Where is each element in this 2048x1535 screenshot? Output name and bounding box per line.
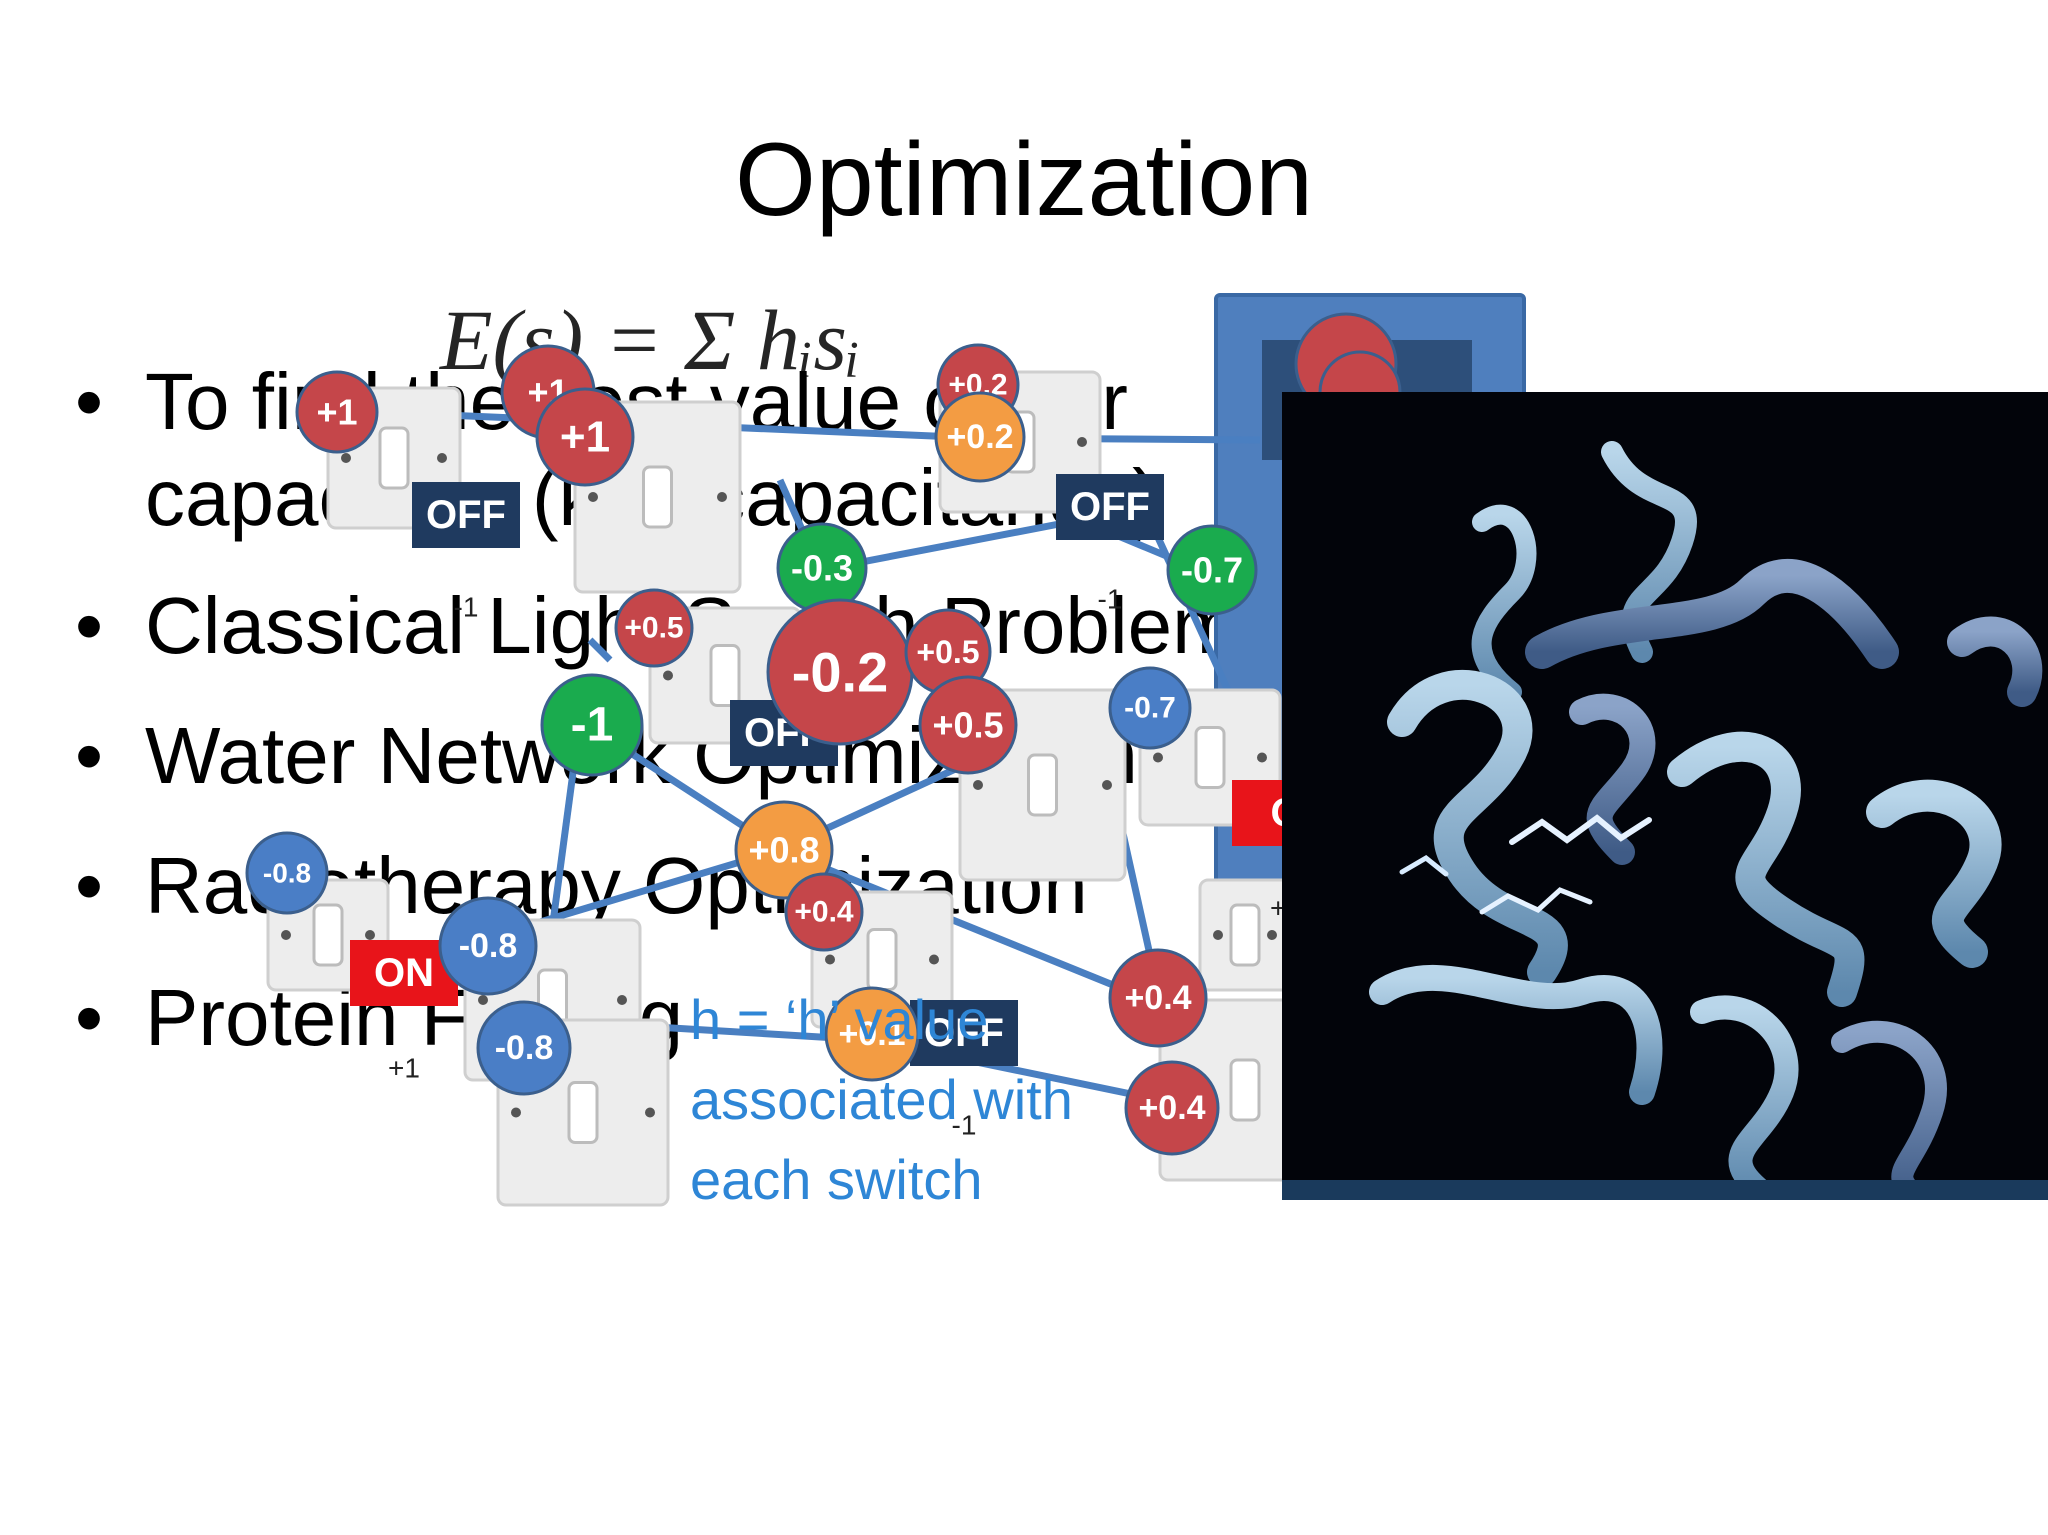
screw-icon <box>478 995 488 1005</box>
screw-icon <box>663 670 673 681</box>
switch-toggle <box>1027 753 1058 817</box>
weight-bubble <box>784 872 864 952</box>
weight-value: +0.8 <box>748 830 819 871</box>
switch-state-value: -1 <box>952 1110 977 1141</box>
weight-value: +0.4 <box>1124 979 1191 1017</box>
switch-toggle <box>642 465 673 529</box>
switch-toggle <box>1229 1058 1261 1122</box>
weight-value: -0.7 <box>1124 692 1176 725</box>
weight-bubble <box>476 1000 572 1096</box>
weight-bubble <box>1108 948 1208 1048</box>
screw-icon <box>281 930 291 940</box>
screw-icon <box>511 1107 521 1118</box>
weight-bubble <box>295 370 379 454</box>
screw-icon <box>365 930 375 940</box>
off-tag <box>412 482 520 548</box>
weight-bubble <box>614 588 694 668</box>
screw-icon <box>973 780 983 790</box>
screw-icon <box>341 453 351 463</box>
weight-value: -0.3 <box>791 548 853 589</box>
weight-bubble <box>1108 666 1192 750</box>
connection-line <box>778 846 1152 1004</box>
weight-bubble <box>540 673 644 777</box>
protein-structure-image <box>1282 392 2048 1200</box>
screw-icon <box>825 954 835 965</box>
screw-icon <box>717 492 727 502</box>
screw-icon <box>929 954 939 965</box>
screw-icon <box>1267 930 1277 940</box>
weight-value: -0.8 <box>263 858 311 889</box>
screw-icon <box>1077 437 1087 447</box>
screw-icon <box>617 995 627 1005</box>
screw-icon <box>588 492 598 502</box>
switch-state-value: +1 <box>388 1053 420 1084</box>
screw-icon <box>1213 930 1223 940</box>
weight-value: -1 <box>571 699 614 752</box>
weight-bubble <box>934 391 1026 483</box>
screw-icon <box>1153 752 1163 763</box>
switch-toggle <box>378 426 410 490</box>
screw-icon <box>437 453 447 463</box>
switch-toggle <box>1194 726 1226 789</box>
weight-value: +0.4 <box>1138 1089 1205 1127</box>
weight-value: -0.2 <box>792 641 889 704</box>
switch-state-value: -1 <box>454 592 479 623</box>
weight-bubble <box>1166 524 1258 616</box>
caption-line: associated with <box>690 1068 1073 1131</box>
bullet-dot: • <box>75 973 104 1062</box>
switch-state-label: OFF <box>924 1011 1004 1055</box>
bullet-dot: • <box>75 581 104 670</box>
caption-line: h = ‘h’ value <box>690 988 989 1051</box>
switch-toggle <box>312 903 344 967</box>
bullet-dot: • <box>75 357 104 446</box>
weight-bubble <box>535 387 635 487</box>
switch-toggle <box>709 644 741 707</box>
slide-title: Optimization <box>735 122 1313 238</box>
weight-bubble <box>824 986 920 1082</box>
screw-icon <box>645 1107 655 1118</box>
weight-value: +0.5 <box>624 612 683 645</box>
screw-icon <box>1102 780 1112 790</box>
connection-line <box>587 637 613 663</box>
bullet-dot: • <box>75 711 104 800</box>
weight-value: +0.5 <box>932 705 1003 746</box>
weight-value: -0.8 <box>459 927 518 965</box>
switch-toggle <box>567 1081 599 1144</box>
weight-value: +0.4 <box>794 896 854 929</box>
weight-value: +0.1 <box>838 1015 905 1053</box>
h-value-caption: h = ‘h’ value associated with each switc… <box>690 980 1073 1220</box>
weight-value: -0.7 <box>1181 550 1243 591</box>
switch-state-label: OFF <box>426 493 506 537</box>
weight-value: +0.5 <box>916 634 979 670</box>
screw-icon <box>1257 752 1267 763</box>
switch-state-label: ON <box>374 951 434 995</box>
bullet-dot: • <box>75 841 104 930</box>
switch-state-label: OFF <box>1070 485 1150 529</box>
weight-value: -0.8 <box>495 1029 554 1067</box>
switch-state-value: -1 <box>1098 584 1123 615</box>
weight-bubble <box>245 831 329 915</box>
weight-value: +1 <box>560 413 610 462</box>
weight-value: +1 <box>316 392 357 433</box>
protein-ribbon-icon <box>1282 441 2048 1200</box>
off-tag <box>1056 474 1164 540</box>
off-tag <box>910 1000 1018 1066</box>
weight-bubble <box>438 896 538 996</box>
weight-bubble <box>1124 1060 1220 1156</box>
caption-line: each switch <box>690 1148 983 1211</box>
weight-value: +0.2 <box>946 418 1013 456</box>
weight-bubble <box>734 800 834 900</box>
switch-toggle <box>1229 903 1261 967</box>
weight-bubble <box>918 675 1018 775</box>
